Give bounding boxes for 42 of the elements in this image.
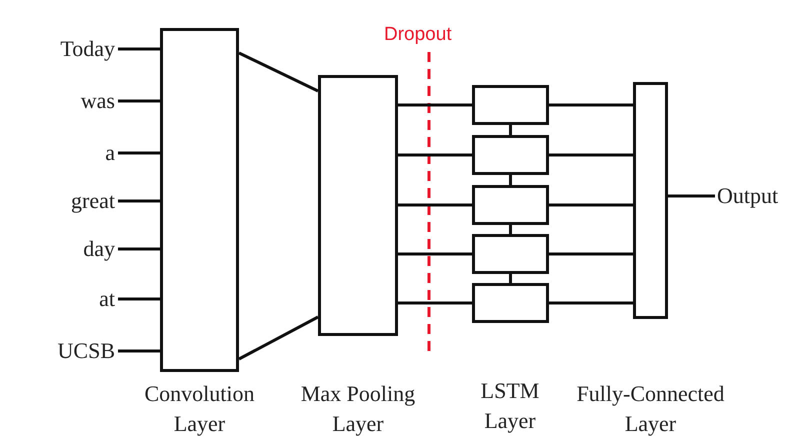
lstm-cell-box	[472, 234, 549, 274]
connector-line	[549, 104, 633, 106]
connector-line	[398, 154, 472, 156]
connector-line	[509, 274, 512, 283]
connector-line	[398, 302, 472, 304]
connector-line	[509, 225, 512, 234]
input-word: UCSB	[20, 338, 115, 364]
connector-line	[118, 350, 160, 352]
input-word: was	[20, 88, 115, 114]
input-word: at	[20, 286, 115, 312]
connector-line	[118, 100, 160, 102]
dropout-label: Dropout	[384, 24, 452, 46]
layer-caption: Fully-Connected Layer	[576, 380, 726, 438]
connector-line	[118, 48, 160, 50]
output-label: Output	[715, 183, 803, 209]
connector-line	[238, 316, 319, 360]
connector-line	[549, 302, 633, 304]
connector-line	[398, 204, 472, 206]
connector-line	[668, 194, 715, 198]
layer-caption: Max Pooling Layer	[300, 380, 416, 438]
lstm-cell-box	[472, 185, 549, 225]
layer-caption: Convolution Layer	[143, 380, 256, 438]
connector-line	[509, 125, 512, 135]
connector-line	[549, 204, 633, 206]
connector-line	[398, 252, 472, 256]
connector-line	[509, 175, 512, 185]
connector-line	[549, 252, 633, 256]
lstm-cell-box	[472, 135, 549, 175]
connector-line	[118, 298, 160, 300]
input-word: great	[20, 188, 115, 214]
layer-caption: LSTM Layer	[480, 377, 540, 435]
input-word: Today	[20, 36, 115, 62]
connector-line	[398, 104, 472, 106]
lstm-cell-box	[472, 283, 549, 323]
input-word: day	[20, 236, 115, 262]
input-word: a	[20, 140, 115, 166]
connector-line	[118, 152, 160, 154]
lstm-cell-box	[472, 85, 549, 125]
connector-line	[549, 154, 633, 156]
connector-line	[238, 52, 319, 92]
connector-line	[118, 200, 160, 202]
connector-line	[118, 248, 160, 250]
